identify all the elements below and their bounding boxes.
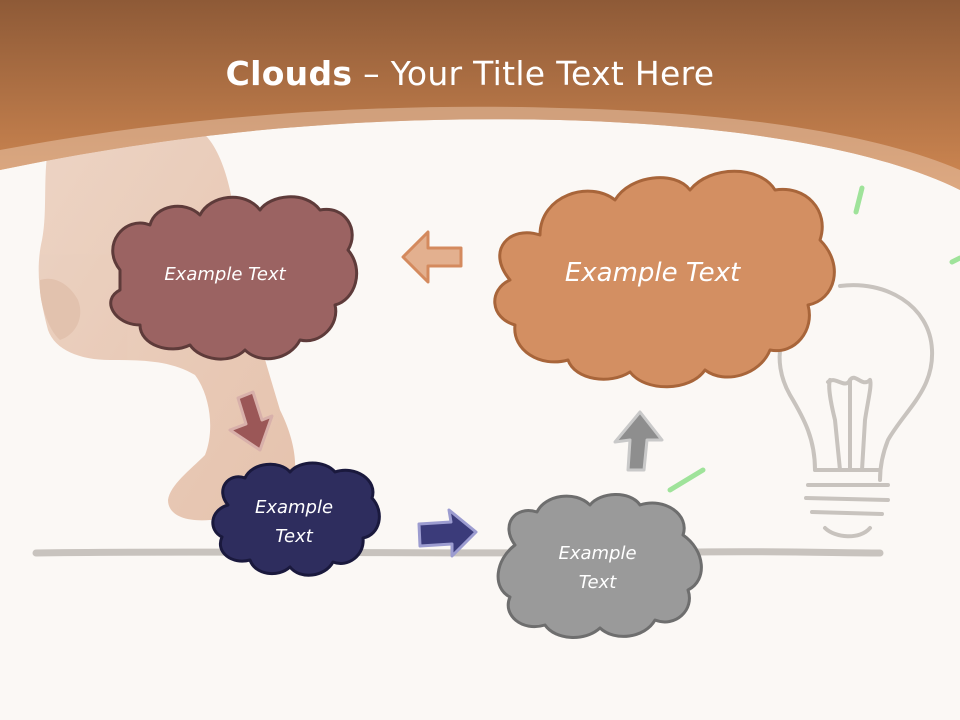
slide-title: Clouds – Your Title Text Here (0, 54, 940, 93)
cloud-bottom-right (496, 493, 703, 639)
cloud-top-right (493, 169, 836, 389)
cloud-top-right-text: Example Text (564, 258, 741, 288)
arrow-right-icon (417, 508, 478, 558)
cloud-bottom-left-line2: Text (275, 526, 313, 547)
cloud-bottom-left (211, 461, 381, 577)
arrow-down-icon (228, 390, 274, 452)
cloud-top-left (109, 195, 359, 361)
cloud-bottom-right-line1: Example (558, 543, 637, 564)
cloud-top-left-text: Example Text (164, 264, 286, 285)
cloud-bottom-right-text: Example Text (540, 539, 655, 597)
title-dash: – (363, 54, 380, 93)
lightbulb-sketch (777, 283, 935, 539)
cloud-bottom-right-line2: Text (578, 572, 617, 593)
arrow-up-icon (613, 410, 664, 472)
cloud-bottom-left-line1: Example (254, 497, 334, 518)
title-bold: Clouds (225, 54, 353, 93)
title-banner (0, 0, 960, 190)
accent-dashes (667, 185, 960, 493)
cloud-bottom-left-text: Example Text (240, 493, 348, 551)
banner-highlight (0, 106, 960, 190)
title-rest: Your Title Text Here (390, 54, 715, 93)
arrow-left-icon (401, 230, 463, 284)
